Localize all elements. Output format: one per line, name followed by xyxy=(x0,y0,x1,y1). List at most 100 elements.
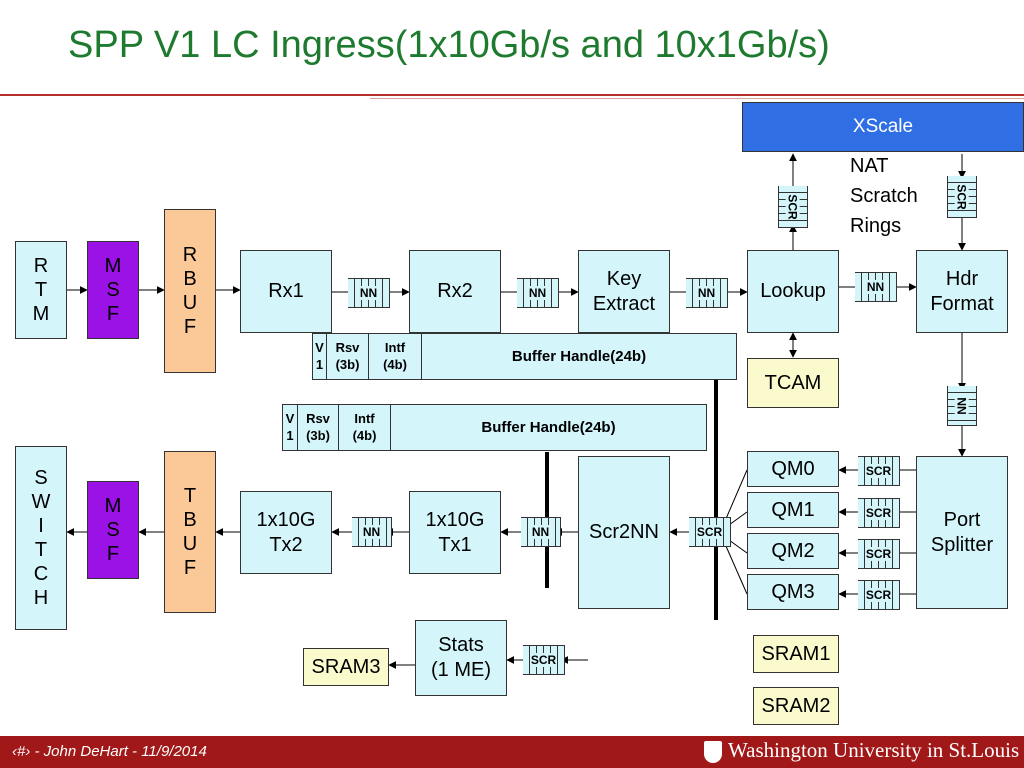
rbuf-label: R B U F xyxy=(182,244,198,338)
ring-nn-rx2-key-label: NN xyxy=(528,286,547,300)
msf-top-block: M S F xyxy=(87,241,139,339)
scr2nn-label: Scr2NN xyxy=(588,521,659,543)
ring-nn-lookup-hdr-label: NN xyxy=(866,280,885,294)
ring-nn-scr2nn-tx1: NN xyxy=(521,517,561,547)
ring-scr-port-qm3-label: SCR xyxy=(865,588,892,602)
sram1-label: SRAM1 xyxy=(761,642,831,665)
hdr-format-label: Hdr Format xyxy=(930,267,994,315)
switch-label: S W I T C H xyxy=(31,467,51,609)
stats-label: Stats (1 ME) xyxy=(431,634,491,681)
buffer-top-intf: Intf (4b) xyxy=(383,339,407,372)
tbuf-block: T B U F xyxy=(164,451,216,613)
ring-scr-port-qm1: SCR xyxy=(858,498,900,528)
qm1-label: QM1 xyxy=(771,498,815,521)
tx1-block: 1x10G Tx1 xyxy=(409,491,501,574)
title-rule-thin xyxy=(370,98,1024,99)
ring-nn-rx2-key: NN xyxy=(517,278,559,308)
ring-nn-scr2nn-tx1-label: NN xyxy=(531,525,550,539)
buffer-top-valid-field: V 1 xyxy=(312,333,327,380)
ring-scr-xscale-hdr: SCR xyxy=(947,176,977,218)
nat-label: NAT Scratch Rings xyxy=(850,155,918,237)
key-extract-block: Key Extract xyxy=(578,250,670,333)
qm3-label: QM3 xyxy=(771,580,815,603)
buffer-top-rsv: Rsv (3b) xyxy=(335,339,360,372)
footer-left-text: ‹#› - John DeHart - 11/9/2014 xyxy=(12,743,207,760)
rtm-block: R T M xyxy=(15,241,67,339)
port-splitter-label: Port Splitter xyxy=(930,508,994,556)
rx2-block: Rx2 xyxy=(409,250,501,333)
switch-block: S W I T C H xyxy=(15,446,67,630)
page-title: SPP V1 LC Ingress(1x10Gb/s and 10x1Gb/s) xyxy=(68,24,830,66)
ring-scr-lookup-xscale-label: SCR xyxy=(786,193,800,220)
buffer-bottom-rsv: Rsv (3b) xyxy=(306,410,330,443)
buffer-top-handle: Buffer Handle(24b) xyxy=(511,347,647,365)
msf-top-label: M S F xyxy=(104,255,122,325)
msf-bottom-block: M S F xyxy=(87,481,139,579)
ring-nn-lookup-hdr: NN xyxy=(855,272,897,302)
ring-scr-qm-scr2nn-label: SCR xyxy=(696,525,723,539)
ring-nn-tx1-tx2-label: NN xyxy=(362,525,381,539)
sram1-block: SRAM1 xyxy=(753,635,839,673)
ring-scr-xscale-hdr-label: SCR xyxy=(955,183,969,210)
ring-scr-qm-scr2nn: SCR xyxy=(689,517,731,547)
qm2-block: QM2 xyxy=(747,533,839,569)
qm0-block: QM0 xyxy=(747,451,839,487)
tx1-label: 1x10G Tx1 xyxy=(425,508,485,556)
tcam-block: TCAM xyxy=(747,358,839,408)
title-rule xyxy=(0,94,1024,96)
ring-scr-port-qm1-label: SCR xyxy=(865,506,892,520)
rtm-label: R T M xyxy=(32,255,50,325)
stats-block: Stats (1 ME) xyxy=(415,620,507,696)
rbuf-block: R B U F xyxy=(164,209,216,373)
qm0-label: QM0 xyxy=(771,457,815,480)
buffer-top-handle-field: Buffer Handle(24b) xyxy=(421,333,737,380)
qm2-label: QM2 xyxy=(771,539,815,562)
buffer-bottom-handle-field: Buffer Handle(24b) xyxy=(390,404,707,451)
lookup-label: Lookup xyxy=(760,280,826,302)
sram3-block: SRAM3 xyxy=(303,648,389,686)
ring-scr-port-qm0: SCR xyxy=(858,456,900,486)
ring-nn-rx1-rx2: NN xyxy=(348,278,390,308)
sram2-block: SRAM2 xyxy=(753,687,839,725)
buffer-top-rsv-field: Rsv (3b) xyxy=(326,333,369,380)
lookup-block: Lookup xyxy=(747,250,839,333)
ring-nn-tx1-tx2: NN xyxy=(352,517,392,547)
msf-bottom-label: M S F xyxy=(104,495,122,565)
rx1-label: Rx1 xyxy=(268,280,304,302)
ring-scr-port-qm2: SCR xyxy=(858,539,900,569)
xscale-label: XScale xyxy=(852,116,914,138)
ring-scr-stats: SCR xyxy=(523,645,565,675)
key-extract-label: Key Extract xyxy=(592,267,656,315)
rx1-block: Rx1 xyxy=(240,250,332,333)
sram3-label: SRAM3 xyxy=(311,655,381,678)
buffer-bottom-valid-field: V 1 xyxy=(282,404,298,451)
qm1-block: QM1 xyxy=(747,492,839,528)
ring-scr-port-qm3: SCR xyxy=(858,580,900,610)
ring-scr-lookup-xscale: SCR xyxy=(778,186,808,228)
hdr-format-block: Hdr Format xyxy=(916,250,1008,333)
ring-nn-key-lookup-label: NN xyxy=(697,286,716,300)
xscale-block: XScale xyxy=(742,102,1024,152)
ring-scr-port-qm2-label: SCR xyxy=(865,547,892,561)
buffer-top-intf-field: Intf (4b) xyxy=(368,333,422,380)
ring-scr-stats-label: SCR xyxy=(530,653,557,667)
ring-nn-rx1-rx2-label: NN xyxy=(359,286,378,300)
ring-nn-hdr-port: NN xyxy=(947,386,977,426)
scr2nn-block: Scr2NN xyxy=(578,456,670,609)
footer-university-name: Washington University in St.Louis xyxy=(728,738,1020,762)
ring-nn-hdr-port-label: NN xyxy=(955,396,969,415)
footer-bar xyxy=(0,736,1024,768)
tx2-label: 1x10G Tx2 xyxy=(256,508,316,556)
ring-nn-key-lookup: NN xyxy=(686,278,728,308)
sram2-label: SRAM2 xyxy=(761,694,831,717)
buffer-bottom-handle: Buffer Handle(24b) xyxy=(481,418,616,436)
rx2-label: Rx2 xyxy=(437,280,473,302)
nat-scratch-rings-label: NAT Scratch Rings xyxy=(850,151,918,241)
qm3-block: QM3 xyxy=(747,574,839,610)
buffer-bottom-intf-field: Intf (4b) xyxy=(338,404,391,451)
buffer-bottom-intf: Intf (4b) xyxy=(352,410,377,443)
buffer-bottom-valid: V 1 xyxy=(285,410,295,443)
tcam-label: TCAM xyxy=(764,371,822,394)
buffer-bottom-rsv-field: Rsv (3b) xyxy=(297,404,339,451)
ring-scr-port-qm0-label: SCR xyxy=(865,464,892,478)
